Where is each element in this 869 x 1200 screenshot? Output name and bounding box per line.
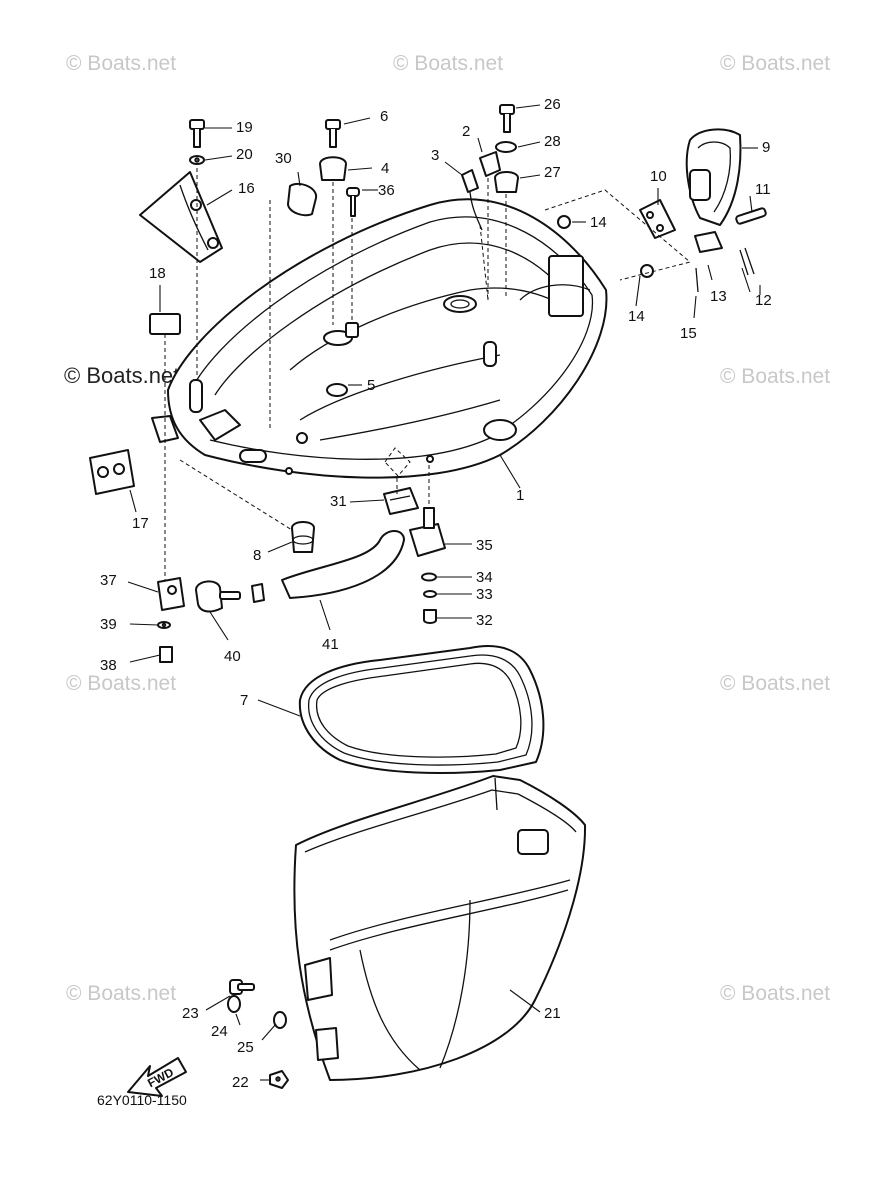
watermark: © Boats.net [393,52,503,75]
callout-25: 25 [237,1039,254,1056]
callout-27: 27 [544,164,561,181]
callout-30: 30 [275,150,292,167]
watermark: © Boats.net [66,52,176,75]
callout-7: 7 [240,692,248,709]
callout-21: 21 [544,1005,561,1022]
callout-37: 37 [100,572,117,589]
left-bracket-parts [89,171,223,495]
callout-17: 17 [132,515,149,532]
watermark: © Boats.net [720,52,830,75]
callout-35: 35 [476,537,493,554]
callout-2: 2 [462,123,470,140]
callout-40: 40 [224,648,241,665]
rear-bracket-assembly [544,128,767,293]
callout-9: 9 [762,139,770,156]
bottom-cowling-1 [167,198,608,479]
leader-lines [127,104,761,1081]
watermark: © Boats.net [66,672,176,695]
callout-16: 16 [238,180,255,197]
callout-34: 34 [476,569,493,586]
callout-33: 33 [476,586,493,603]
callout-39: 39 [100,616,117,633]
callout-3: 3 [431,147,439,164]
callout-23: 23 [182,1005,199,1022]
callout-10: 10 [650,168,667,185]
callout-4: 4 [381,160,389,177]
callout-1: 1 [516,487,524,504]
watermark: © Boats.net [66,982,176,1005]
drawing-code: 62Y0110-1150 [97,1092,187,1108]
callout-12: 12 [755,292,772,309]
callout-11: 11 [755,181,771,198]
callout-13: 13 [710,288,727,305]
callout-28: 28 [544,133,561,150]
callout-14: 14 [628,308,645,325]
apron-hardware: FWD [127,979,289,1097]
callouts: 1 2 3 4 5 6 7 8 9 10 11 12 13 14 14 15 1… [100,96,772,1091]
callout-8: 8 [253,547,261,564]
watermark: © Boats.net [720,365,830,388]
apron-21 [293,775,587,1081]
watermark: © Boats.net [720,672,830,695]
callout-6: 6 [380,108,388,125]
callout-22: 22 [232,1074,249,1091]
callout-20: 20 [236,146,253,163]
seal-7 [298,645,545,774]
callout-19: 19 [236,119,253,136]
callout-15: 15 [680,325,697,342]
callout-18: 18 [149,265,166,282]
callout-5: 5 [367,377,375,394]
callout-32: 32 [476,612,493,629]
callout-14: 14 [590,214,607,231]
callout-24: 24 [211,1023,228,1040]
watermark: © Boats.net [720,982,830,1005]
callout-41: 41 [322,636,339,653]
callout-36: 36 [378,182,395,199]
top-hardware [189,104,519,231]
callout-31: 31 [330,493,347,510]
callout-26: 26 [544,96,561,113]
bottom-hardware [157,487,446,663]
callout-38: 38 [100,657,117,674]
watermark: © Boats.net [64,363,179,388]
